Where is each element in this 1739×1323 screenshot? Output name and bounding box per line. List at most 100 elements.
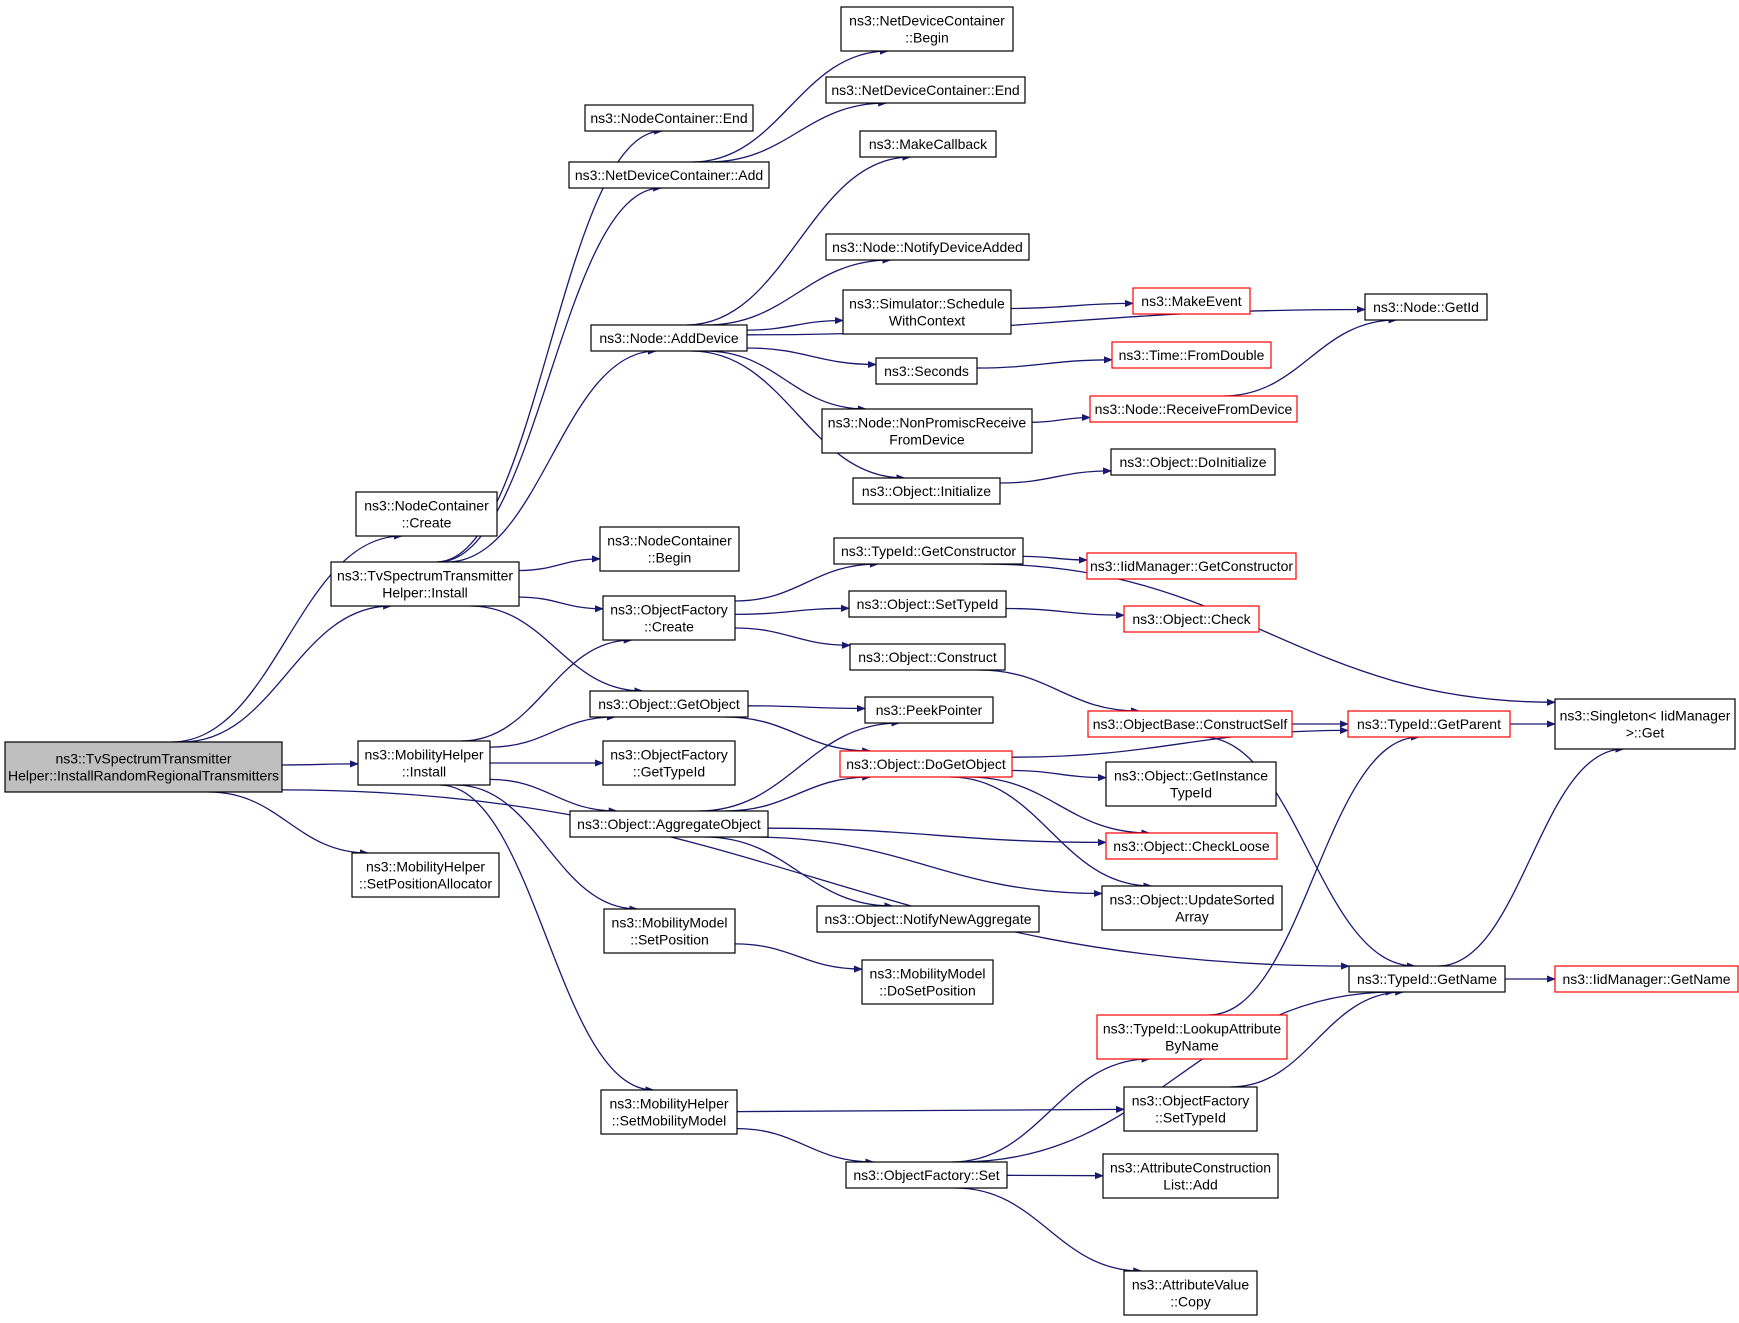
node-box[interactable] [568, 161, 770, 189]
node-objsettid[interactable]: ns3::Object::SetTypeId [848, 590, 1007, 618]
node-box[interactable] [1554, 965, 1739, 993]
node-box[interactable] [833, 537, 1024, 565]
node-box[interactable] [351, 852, 500, 898]
node-box[interactable] [849, 643, 1006, 671]
node-objinit[interactable]: ns3::Object::Initialize [852, 477, 1001, 505]
node-objnotifyagg[interactable]: ns3::Object::NotifyNewAggregate [816, 905, 1040, 933]
node-box[interactable] [1110, 448, 1276, 476]
node-box[interactable] [1123, 1086, 1258, 1132]
node-seconds[interactable]: ns3::Seconds [875, 357, 978, 385]
node-box[interactable] [861, 959, 994, 1005]
node-box[interactable] [875, 357, 978, 385]
node-box[interactable] [355, 491, 498, 537]
node-box[interactable] [1105, 832, 1278, 860]
node-box[interactable] [1132, 287, 1251, 315]
node-peekptr[interactable]: ns3::PeekPointer [864, 696, 994, 724]
node-objaggregate[interactable]: ns3::Object::AggregateObject [569, 810, 769, 838]
node-recvfromdev[interactable]: ns3::Node::ReceiveFromDevice [1089, 395, 1298, 423]
node-makeevent[interactable]: ns3::MakeEvent [1132, 287, 1251, 315]
node-box[interactable] [845, 1161, 1008, 1189]
node-box[interactable] [821, 408, 1033, 454]
node-box[interactable] [848, 590, 1007, 618]
node-box[interactable] [1101, 885, 1283, 931]
node-box[interactable] [4, 741, 283, 793]
node-ncbegin[interactable]: ns3::NodeContainer::Begin [599, 526, 740, 572]
node-box[interactable] [825, 233, 1030, 261]
node-mmsetpos[interactable]: ns3::MobilityModel::SetPosition [603, 908, 736, 954]
node-iidgetname[interactable]: ns3::IidManager::GetName [1554, 965, 1739, 993]
node-tidgetname[interactable]: ns3::TypeId::GetName [1348, 965, 1506, 993]
node-box[interactable] [840, 6, 1014, 52]
node-makecallback[interactable]: ns3::MakeCallback [859, 130, 997, 158]
node-tidgetctor[interactable]: ns3::TypeId::GetConstructor [833, 537, 1024, 565]
node-mhsetmm[interactable]: ns3::MobilityHelper::SetMobilityModel [600, 1089, 738, 1135]
node-box[interactable] [1123, 605, 1260, 633]
node-box[interactable] [864, 696, 994, 724]
node-box[interactable] [602, 740, 736, 786]
node-box[interactable] [569, 810, 769, 838]
node-box[interactable] [1554, 698, 1736, 750]
node-ndcend[interactable]: ns3::NetDeviceContainer::End [825, 76, 1026, 104]
node-box[interactable] [1364, 293, 1488, 321]
node-mhsetpos[interactable]: ns3::MobilityHelper::SetPositionAllocato… [351, 852, 500, 898]
node-box[interactable] [1348, 965, 1506, 993]
node-box[interactable] [859, 130, 997, 158]
node-attrvalcopy[interactable]: ns3::AttributeValue::Copy [1123, 1270, 1258, 1316]
node-box[interactable] [599, 526, 740, 572]
node-box[interactable] [816, 905, 1040, 933]
node-box[interactable] [603, 908, 736, 954]
node-ofgettid[interactable]: ns3::ObjectFactory::GetTypeId [602, 740, 736, 786]
node-obconstructself[interactable]: ns3::ObjectBase::ConstructSelf [1087, 710, 1293, 738]
node-ofcreate[interactable]: ns3::ObjectFactory::Create [602, 595, 736, 641]
node-box[interactable] [357, 740, 491, 786]
node-notifydev[interactable]: ns3::Node::NotifyDeviceAdded [825, 233, 1030, 261]
node-box[interactable] [1105, 761, 1277, 807]
node-singletonget[interactable]: ns3::Singleton< IidManager >::Get [1554, 698, 1736, 750]
node-box[interactable] [584, 104, 754, 132]
node-objcheck[interactable]: ns3::Object::Check [1123, 605, 1260, 633]
node-box[interactable] [825, 76, 1026, 104]
node-box[interactable] [602, 595, 736, 641]
node-box[interactable] [839, 750, 1013, 778]
node-box[interactable] [842, 289, 1012, 335]
node-nodegetid[interactable]: ns3::Node::GetId [1364, 293, 1488, 321]
node-timefromdouble[interactable]: ns3::Time::FromDouble [1111, 341, 1272, 369]
node-box[interactable] [1096, 1014, 1288, 1060]
node-root[interactable]: ns3::TvSpectrumTransmitterHelper::Instal… [4, 741, 283, 793]
node-mmdosetpos[interactable]: ns3::MobilityModel::DoSetPosition [861, 959, 994, 1005]
node-box[interactable] [1089, 395, 1298, 423]
node-ofsettid[interactable]: ns3::ObjectFactory::SetTypeId [1123, 1086, 1258, 1132]
node-box[interactable] [600, 1089, 738, 1135]
node-ncend[interactable]: ns3::NodeContainer::End [584, 104, 754, 132]
node-objdogetobj[interactable]: ns3::Object::DoGetObject [839, 750, 1013, 778]
node-tvinstall[interactable]: ns3::TvSpectrumTransmitterHelper::Instal… [330, 561, 520, 607]
node-ndcbegin[interactable]: ns3::NetDeviceContainer::Begin [840, 6, 1014, 52]
node-nodeadddev[interactable]: ns3::Node::AddDevice [590, 324, 748, 352]
node-objdoinit[interactable]: ns3::Object::DoInitialize [1110, 448, 1276, 476]
node-box[interactable] [1111, 341, 1272, 369]
node-nccreate[interactable]: ns3::NodeContainer::Create [355, 491, 498, 537]
node-box[interactable] [1087, 710, 1293, 738]
node-objgetobj[interactable]: ns3::Object::GetObject [589, 690, 749, 718]
node-box[interactable] [330, 561, 520, 607]
node-box[interactable] [852, 477, 1001, 505]
node-objconstruct[interactable]: ns3::Object::Construct [849, 643, 1006, 671]
node-iidgetctor[interactable]: ns3::IidManager::GetConstructor [1086, 552, 1297, 580]
node-tidgetparent[interactable]: ns3::TypeId::GetParent [1347, 710, 1511, 738]
node-ofset[interactable]: ns3::ObjectFactory::Set [845, 1161, 1008, 1189]
node-box[interactable] [1347, 710, 1511, 738]
node-box[interactable] [590, 324, 748, 352]
node-objcheckloose[interactable]: ns3::Object::CheckLoose [1105, 832, 1278, 860]
node-box[interactable] [589, 690, 749, 718]
node-ndcadd[interactable]: ns3::NetDeviceContainer::Add [568, 161, 770, 189]
node-box[interactable] [1123, 1270, 1258, 1316]
node-box[interactable] [1086, 552, 1297, 580]
node-mhinstall[interactable]: ns3::MobilityHelper::Install [357, 740, 491, 786]
node-box[interactable] [1102, 1153, 1279, 1199]
